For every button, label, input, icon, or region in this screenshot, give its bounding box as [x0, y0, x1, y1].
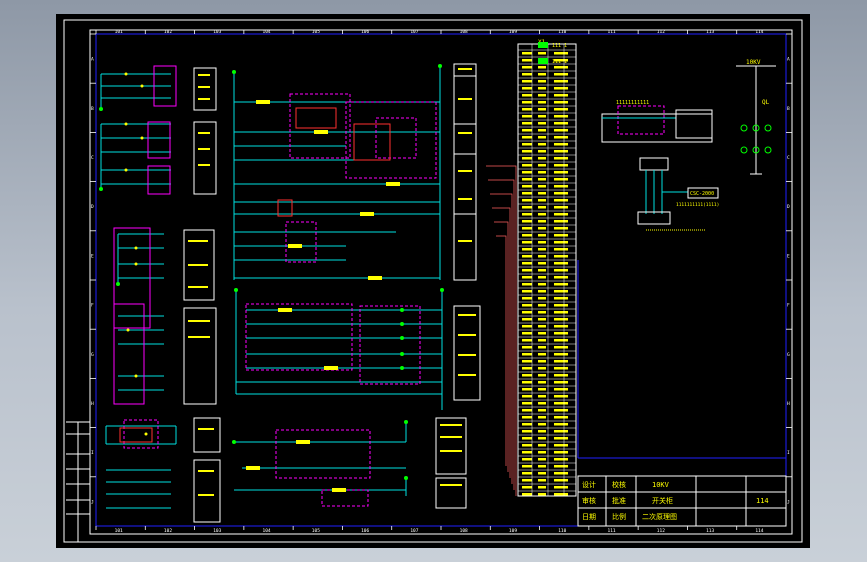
terminal-strip-legend: 111 1 111 1	[538, 42, 567, 65]
terminal-strip-legend-b: 111 1	[552, 59, 567, 65]
ct-code-label: 11111111111	[616, 100, 649, 106]
column-number: 110	[558, 29, 566, 35]
primary-single-line: 10KV QL	[736, 59, 776, 175]
row-letter: G	[787, 352, 790, 358]
row-letter: C	[787, 155, 790, 161]
row-letter: F	[787, 303, 790, 309]
protection-unit-block: CSC-2000 1111111111(1111)	[637, 157, 719, 231]
row-letter: B	[91, 106, 94, 112]
row-letter: I	[787, 450, 790, 456]
column-number: 109	[509, 29, 517, 35]
column-number: 105	[312, 528, 320, 534]
terminal-tables-103	[183, 67, 221, 523]
red-leads	[486, 165, 517, 496]
column-number: 114	[755, 29, 763, 35]
title-block: 设计 校核 10KV 审核 批准 开关柜 日期 比例 二次原理图 114	[577, 475, 787, 527]
column-number: 113	[706, 29, 714, 35]
column-number: 107	[410, 29, 418, 35]
row-letter: J	[91, 499, 94, 505]
column-number: 102	[164, 29, 172, 35]
column-number: 103	[213, 29, 221, 35]
column-number: 102	[164, 528, 172, 534]
column-number: 111	[608, 29, 616, 35]
row-letter: D	[91, 204, 94, 210]
source-voltage-label: 10KV	[746, 59, 761, 66]
title-cell-equipment: 开关柜	[652, 496, 673, 505]
column-scale-top: 101 102 103 104 105 106 107 108 109 110 111 112 113 1…	[95, 29, 764, 35]
column-scale-bottom: 101 102 103 104 105 106 107 108 109 110 111 112 113 1…	[95, 526, 764, 534]
column-number: 107	[410, 528, 418, 534]
row-letter: C	[91, 155, 94, 161]
row-letter: B	[787, 106, 790, 112]
column-number: 108	[460, 528, 468, 534]
title-cell-checker: 校核	[612, 480, 626, 489]
column-number: 101	[115, 29, 123, 35]
column-number: 111	[608, 528, 616, 534]
control-circuits	[233, 66, 443, 496]
column-number: 101	[115, 528, 123, 534]
fault-code-label: 1111111111(1111)	[676, 202, 719, 208]
column-number: 112	[657, 29, 665, 35]
column-number: 113	[706, 528, 714, 534]
column-number: 114	[755, 528, 763, 534]
title-cell-date: 日期	[582, 513, 596, 521]
control-frames	[245, 93, 437, 507]
column-number: 110	[558, 528, 566, 534]
title-cell-drawing-name: 二次原理图	[642, 512, 677, 521]
title-cell-sheet-no: 114	[756, 497, 769, 505]
protection-unit-label: CSC-2000	[690, 191, 714, 197]
column-number: 104	[263, 29, 271, 35]
title-cell-designer: 设计	[582, 480, 596, 489]
title-cell-reviewer: 审核	[582, 496, 596, 505]
column-number: 108	[460, 29, 468, 35]
terminal-strip-legend-a: 111 1	[552, 43, 567, 49]
breaker-mark-label: QL	[762, 99, 770, 106]
row-letter: A	[787, 57, 790, 63]
row-letter: I	[91, 450, 94, 456]
row-letter: H	[787, 401, 790, 407]
column-number: 105	[312, 29, 320, 35]
row-letter: F	[91, 303, 94, 309]
title-cell-approver: 批准	[612, 496, 626, 505]
row-letter: E	[787, 253, 790, 259]
title-cell-project: 10KV	[652, 481, 670, 489]
column-number: 103	[213, 528, 221, 534]
coils-and-contacts	[246, 100, 400, 492]
input-circuits	[99, 65, 177, 509]
terminal-ends	[232, 64, 444, 480]
terminal-strip-rows	[518, 44, 576, 496]
column-number: 106	[361, 528, 369, 534]
row-letter: D	[787, 204, 790, 210]
title-cell-scale: 比例	[612, 512, 626, 521]
row-letter: H	[91, 401, 94, 407]
column-number: 104	[263, 528, 271, 534]
cad-viewport[interactable]: 101 102 103 104 105 106 107 108 109 110 111 112 113 1…	[56, 14, 810, 548]
column-number: 109	[509, 528, 517, 534]
column-number: 106	[361, 29, 369, 35]
row-letter: E	[91, 253, 94, 259]
row-scale-left: A B C D E F G H I J	[90, 33, 96, 505]
terminal-tables-108	[435, 63, 481, 509]
control-red-loops	[119, 107, 391, 443]
schematic-drawing: 101 102 103 104 105 106 107 108 109 110 111 112 113 1…	[63, 19, 803, 543]
binding-strip	[66, 421, 90, 542]
row-letter: J	[787, 499, 790, 505]
row-letter: G	[91, 352, 94, 358]
sheet-outer-border	[63, 19, 803, 543]
current-transformer-block: 11111111111	[601, 100, 713, 143]
column-number: 112	[657, 528, 665, 534]
row-scale-right: A B C D E F G H I J	[786, 33, 792, 505]
row-letter: A	[91, 57, 94, 63]
terminal-strip: X1 111 1 111 1	[517, 39, 577, 497]
